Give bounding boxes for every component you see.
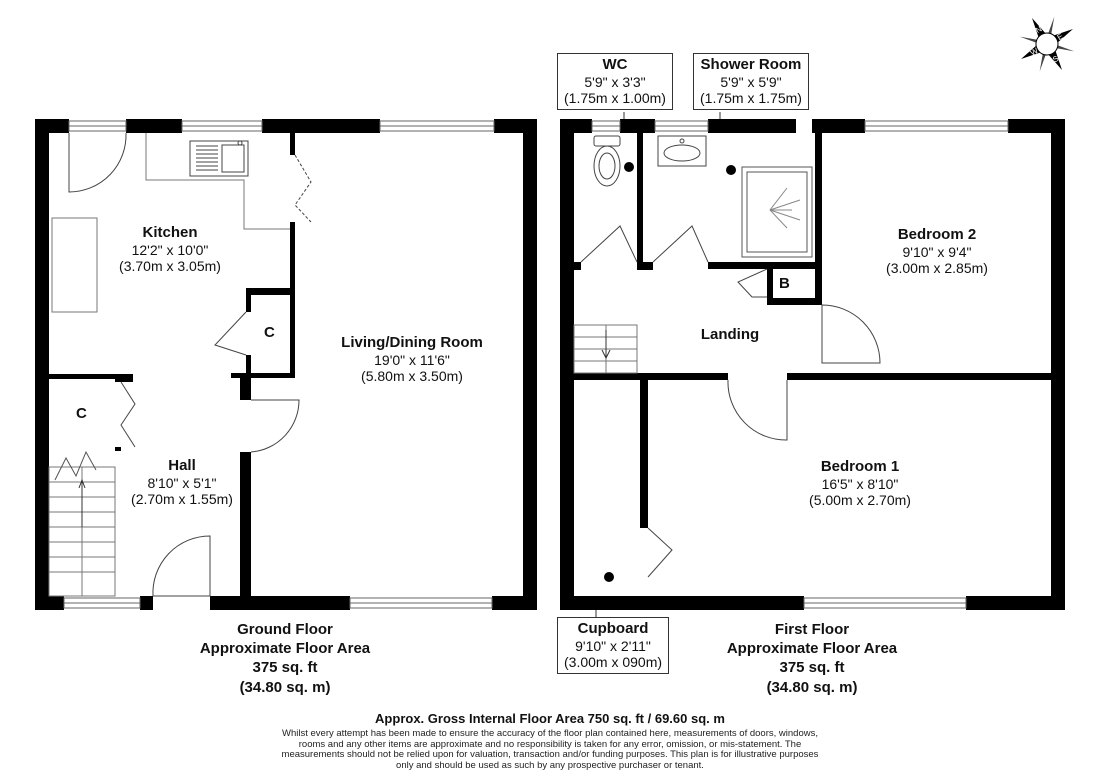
shower-room-size-metric: (1.75m x 1.75m): [700, 90, 802, 107]
ground-floor-area-m: (34.80 sq. m): [239, 678, 331, 696]
cupboard-size-imperial: 9'10" x 2'11": [575, 637, 651, 654]
living-dining-size-imperial: 19'0" x 11'6": [374, 351, 450, 368]
living-dining-name: Living/Dining Room: [341, 334, 483, 351]
bedroom-1-label: Bedroom 1 16'5" x 8'10" (5.00m x 2.70m): [790, 458, 930, 509]
callout-leaders: [595, 112, 721, 617]
compass-letter-w: W: [1029, 46, 1040, 58]
cupboard-callout: Cupboard 9'10" x 2'11" (3.00m x 090m): [557, 617, 670, 674]
ground-floor-title: Ground Floor: [237, 621, 333, 638]
soil-stack-markers: [604, 162, 736, 582]
ground-floor-caption: Ground Floor Approximate Floor Area 375 …: [185, 620, 385, 697]
compass-letter-s: S: [1051, 54, 1060, 64]
ground-floor-windows: [63, 120, 495, 609]
kitchen-name: Kitchen: [142, 224, 198, 241]
cupboard-name: Cupboard: [577, 620, 649, 637]
first-floor-title: First Floor: [774, 621, 850, 638]
kitchen-size-metric: (3.70m x 3.05m): [119, 258, 221, 275]
bedroom-2-size-imperial: 9'10" x 9'4": [902, 243, 972, 260]
ground-floor-doors: [68, 132, 312, 597]
washbasin-icon: [657, 135, 707, 167]
wc-size-imperial: 5'9" x 3'3": [584, 73, 646, 90]
kitchen-units: [51, 133, 290, 313]
landing-cupboard-mark: B: [779, 275, 790, 292]
bedroom-1-size-imperial: 16'5" x 8'10": [821, 475, 899, 492]
hall-size-imperial: 8'10" x 5'1": [147, 474, 217, 491]
cupboard-size-metric: (3.00m x 090m): [564, 654, 663, 671]
compass-letter-e: E: [1056, 32, 1065, 42]
wc-callout: WC 5'9" x 3'3" (1.75m x 1.00m): [557, 53, 673, 110]
first-floor-stairs: [573, 324, 638, 374]
shower-room-size-imperial: 5'9" x 5'9": [720, 73, 782, 90]
shower-room-name: Shower Room: [700, 56, 802, 73]
wc-name: WC: [602, 56, 628, 73]
kitchen-cupboard-mark: C: [264, 324, 275, 341]
kitchen-sink-icon: [189, 140, 249, 177]
bedroom-1-size-metric: (5.00m x 2.70m): [809, 492, 911, 509]
bedroom-2-name: Bedroom 2: [897, 226, 977, 243]
ground-floor-plan: [35, 119, 537, 610]
compass-letter-n: N: [1034, 24, 1044, 35]
compass-rose-icon: N E S W: [1019, 16, 1075, 72]
bedroom-1-name: Bedroom 1: [820, 458, 900, 475]
landing-label: Landing: [690, 326, 770, 344]
hall-cupboard-mark: C: [76, 405, 87, 422]
hall-size-metric: (2.70m x 1.55m): [131, 491, 233, 508]
shower-tray-icon: [741, 166, 813, 258]
disclaimer-text: Whilst every attempt has been made to en…: [281, 728, 819, 771]
first-floor-doors: [580, 225, 881, 578]
first-floor-windows: [591, 120, 1009, 609]
hall-label: Hall 8'10" x 5'1" (2.70m x 1.55m): [122, 457, 242, 508]
first-floor-subtitle: Approximate Floor Area: [726, 640, 898, 658]
ground-floor-walls: [35, 119, 537, 610]
ground-floor-stairs: [48, 450, 116, 597]
gross-floor-area: Approx. Gross Internal Floor Area 750 sq…: [375, 711, 725, 726]
first-floor-area-ft: 375 sq. ft: [779, 659, 845, 677]
ground-floor-subtitle: Approximate Floor Area: [199, 640, 371, 658]
hall-name: Hall: [168, 457, 196, 474]
ground-floor-area-ft: 375 sq. ft: [252, 659, 318, 677]
shower-room-callout: Shower Room 5'9" x 5'9" (1.75m x 1.75m): [693, 53, 809, 110]
first-floor-caption: First Floor Approximate Floor Area 375 s…: [712, 620, 912, 697]
bedroom-2-size-metric: (3.00m x 2.85m): [886, 260, 988, 277]
wc-size-metric: (1.75m x 1.00m): [564, 90, 666, 107]
living-dining-label: Living/Dining Room 19'0" x 11'6" (5.80m …: [322, 334, 502, 385]
landing-name: Landing: [700, 326, 760, 343]
bedroom-2-label: Bedroom 2 9'10" x 9'4" (3.00m x 2.85m): [872, 226, 1002, 277]
kitchen-size-imperial: 12'2" x 10'0": [131, 241, 209, 258]
first-floor-area-m: (34.80 sq. m): [766, 678, 858, 696]
first-floor-plan: [560, 119, 1065, 610]
toilet-icon: [593, 135, 621, 187]
living-dining-size-metric: (5.80m x 3.50m): [361, 368, 463, 385]
kitchen-label: Kitchen 12'2" x 10'0" (3.70m x 3.05m): [110, 224, 230, 275]
first-floor-walls: [560, 119, 1065, 610]
